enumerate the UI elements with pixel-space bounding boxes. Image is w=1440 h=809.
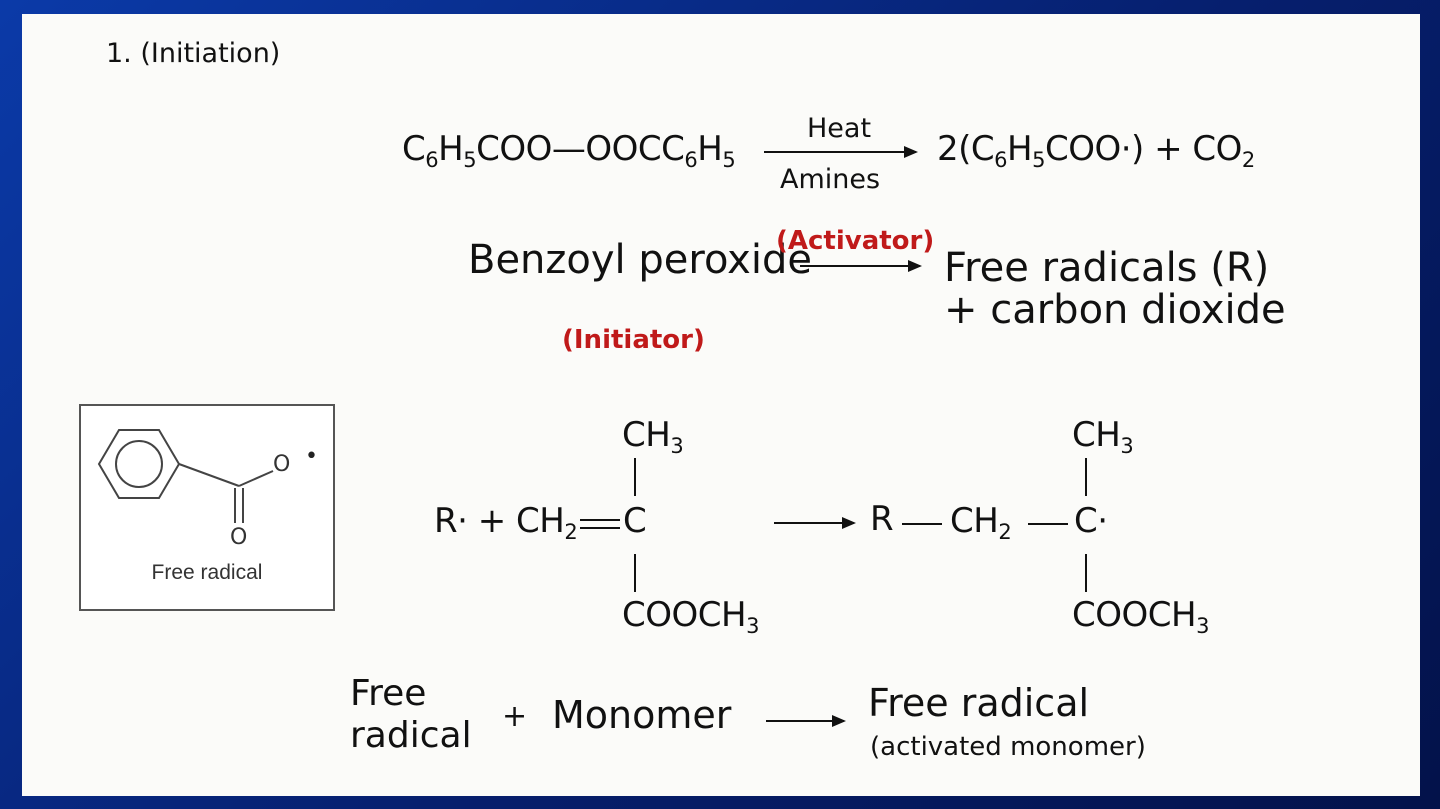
summary-activated-monomer: (activated monomer): [870, 732, 1146, 762]
double-bond-bottom: [580, 527, 620, 529]
section-heading: 1. (Initiation): [106, 38, 281, 69]
radical-plus-ch2: R· + CH2: [434, 501, 578, 544]
radical-dot: •: [305, 444, 318, 469]
free-radicals-label: Free radicals (R): [944, 245, 1270, 291]
bond-to-methyl-2: [1085, 458, 1087, 496]
methyl-group-2: CH3: [1072, 415, 1134, 458]
summary-free-radical: Free radical: [868, 681, 1090, 725]
reaction2-arrow: [800, 260, 922, 272]
summary-free: Free: [350, 673, 427, 714]
reaction1-product: 2(C6H5COO·) + CO2: [937, 129, 1255, 172]
bond-to-methyl-1: [634, 458, 636, 496]
reaction1-arrow-bottom: Amines: [780, 164, 881, 195]
initiator-label: (Initiator): [562, 325, 705, 355]
bond-ch2-c: [1028, 523, 1068, 525]
carbon-dioxide-label: + carbon dioxide: [944, 287, 1286, 333]
summary-plus: +: [502, 699, 528, 734]
bond-to-ester-1: [634, 554, 636, 592]
double-bond-top: [580, 519, 620, 521]
reaction1-arrow: [764, 146, 918, 158]
reaction1-arrow-top: Heat: [807, 113, 872, 144]
methyl-group-1: CH3: [622, 415, 684, 458]
product-ch2: CH2: [950, 501, 1012, 544]
activator-label: (Activator): [776, 226, 935, 256]
reaction3-arrow: [774, 517, 856, 529]
summary-arrow: [766, 715, 846, 727]
summary-monomer: Monomer: [552, 693, 732, 737]
slide-canvas: 1. (Initiation) C6H5COO—OOCC6H5 Heat Ami…: [22, 14, 1420, 796]
product-r: R: [870, 499, 894, 539]
ester-group-2: COOCH3: [1072, 595, 1209, 638]
product-radical-carbon: C·: [1074, 501, 1108, 541]
alkene-carbon: C: [623, 501, 647, 541]
reaction1-reactant: C6H5COO—OOCC6H5: [402, 129, 736, 172]
benzoyloxy-radical-structure: O • O Free radical: [79, 404, 335, 611]
bond-to-ester-2: [1085, 554, 1087, 592]
benzoyloxy-radical-drawing: [97, 429, 274, 523]
atom-o-double: O: [230, 525, 248, 550]
free-radical-caption: Free radical: [151, 561, 263, 584]
ester-group-1: COOCH3: [622, 595, 759, 638]
summary-radical: radical: [350, 715, 472, 756]
atom-o-single: O: [273, 452, 291, 477]
benzoyl-peroxide-label: Benzoyl peroxide: [468, 237, 812, 283]
bond-r-ch2: [902, 523, 942, 525]
